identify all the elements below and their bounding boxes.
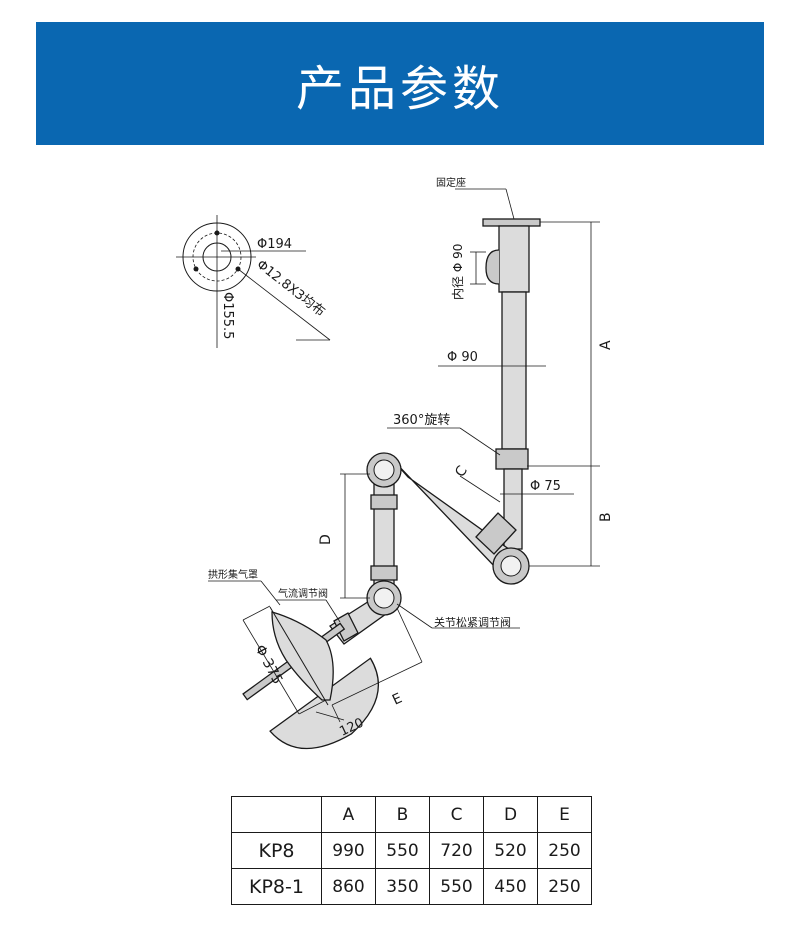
airflow-valve-body xyxy=(333,612,359,642)
flange-holes-label: Φ12.8X3均布 xyxy=(254,257,328,320)
pipe-dia-90-label: Φ 90 xyxy=(447,350,478,365)
spec-table: A B C D E KP8 990 550 720 520 250 KP8-1 … xyxy=(231,796,592,905)
model-cell: KP8 xyxy=(231,832,322,869)
table-header-cell: E xyxy=(537,796,592,833)
flange-pcd-label: Φ155.5 xyxy=(220,292,235,339)
value-cell: 250 xyxy=(537,832,592,869)
hood-rim xyxy=(269,606,329,706)
upper-pipe xyxy=(501,291,527,450)
airflow-valve-label: 气流调节阀 xyxy=(278,587,328,600)
table-header-cell xyxy=(231,796,322,833)
value-cell: 450 xyxy=(483,868,538,905)
table-row: KP8-1 860 350 550 450 250 xyxy=(231,868,592,905)
value-cell: 860 xyxy=(321,868,376,905)
dim-c-label: C xyxy=(452,463,471,480)
dim-d-label: D xyxy=(318,534,334,545)
table-header-cell: D xyxy=(483,796,538,833)
hood-label: 拱形集气罩 xyxy=(208,568,258,581)
dimension-a-b xyxy=(525,221,600,567)
dim-b-label: B xyxy=(598,512,614,522)
inner-diameter-label: 内径 Φ 90 xyxy=(451,244,465,300)
mount-and-upper-pipe xyxy=(455,188,541,550)
rotation-joint xyxy=(495,448,529,470)
flange-outer-dia-label: Φ194 xyxy=(257,237,292,252)
flange-detail xyxy=(176,215,331,348)
dim-a-label: A xyxy=(598,340,614,350)
value-cell: 550 xyxy=(429,868,484,905)
table-header-cell: B xyxy=(375,796,430,833)
value-cell: 350 xyxy=(375,868,430,905)
fume-arm-diagram: Φ194 Φ12.8X3均布 Φ155.5 固定座 内径 Φ 90 Φ 90 3… xyxy=(176,176,614,750)
table-header-cell: A xyxy=(321,796,376,833)
mount-base-label: 固定座 xyxy=(436,176,466,189)
table-row: KP8 990 550 720 520 250 xyxy=(231,832,592,869)
value-cell: 990 xyxy=(321,832,376,869)
value-cell: 250 xyxy=(537,868,592,905)
header-banner: 产品参数 xyxy=(36,22,764,145)
dim-e-label: E xyxy=(390,690,405,708)
value-cell: 720 xyxy=(429,832,484,869)
model-cell: KP8-1 xyxy=(231,868,322,905)
arm-assembly xyxy=(329,452,530,645)
rotation-label: 360°旋转 xyxy=(393,413,450,428)
table-header-row: A B C D E xyxy=(231,796,592,833)
table-header-cell: C xyxy=(429,796,484,833)
mount-base-plate xyxy=(482,218,541,227)
value-cell: 550 xyxy=(375,832,430,869)
tension-valve-label: 关节松紧调节阀 xyxy=(434,615,511,629)
page-title: 产品参数 xyxy=(295,60,504,117)
value-cell: 520 xyxy=(483,832,538,869)
pipe-dia-75-label: Φ 75 xyxy=(530,479,561,494)
